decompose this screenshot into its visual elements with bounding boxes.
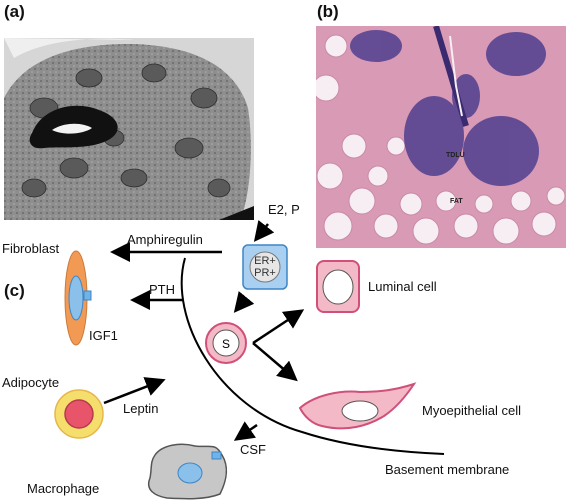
micrograph-image <box>4 38 254 220</box>
pth-label: PTH <box>149 282 175 297</box>
fibroblast-label: Fibroblast <box>2 241 60 256</box>
csf-arrow <box>233 421 258 441</box>
stem-to-luminal-arrow <box>252 309 305 345</box>
stem-to-myoepithelial-arrow <box>252 342 298 382</box>
amphiregulin-label: Amphiregulin <box>127 232 203 247</box>
fibroblast-cell <box>64 250 92 346</box>
pr-label: PR+ <box>254 267 276 279</box>
er-pr-cell: ER+ PR+ <box>242 244 288 290</box>
adipocyte-label: Adipocyte <box>2 375 60 390</box>
hormone-arrow <box>253 220 275 242</box>
panel-label-c: (c) <box>4 281 25 300</box>
histology-image: TDLU FAT <box>312 25 566 248</box>
luminal-cell-label: Luminal cell <box>368 279 437 294</box>
histology-panel: TDLU FAT <box>312 25 566 248</box>
fat-label: FAT <box>450 198 463 205</box>
leptin-label: Leptin <box>123 401 159 416</box>
igf1-label: IGF1 <box>89 328 118 343</box>
adipocyte-cell <box>54 389 104 439</box>
er-label: ER+ <box>254 255 276 267</box>
hormones-label: E2, P <box>268 202 300 217</box>
panel-label-b: (b) <box>317 2 339 21</box>
stem-cell-label: S <box>222 337 230 351</box>
micrograph-panel <box>4 38 254 220</box>
myoepithelial-cell <box>298 382 417 430</box>
csf-label: CSF <box>240 442 266 457</box>
basement-membrane-curve <box>180 257 445 455</box>
er-to-stem-arrow <box>233 291 255 313</box>
tdlu-label: TDLU <box>446 152 465 159</box>
macrophage-label: Macrophage <box>27 481 100 496</box>
leptin-arrow <box>103 377 166 405</box>
panel-label-a: (a) <box>4 2 25 21</box>
macrophage-cell <box>148 443 228 500</box>
stem-cell: S <box>205 322 247 364</box>
luminal-cell <box>316 260 360 313</box>
myoepithelial-cell-label: Myoepithelial cell <box>422 403 521 418</box>
basement-membrane-label: Basement membrane <box>385 462 510 477</box>
